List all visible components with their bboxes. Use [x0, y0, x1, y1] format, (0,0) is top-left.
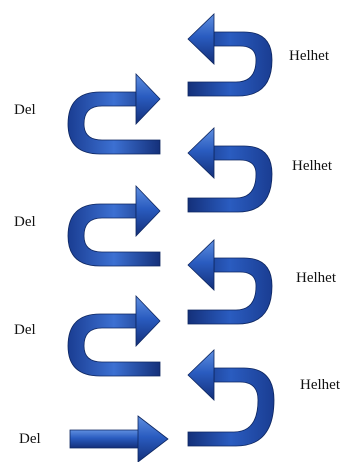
- helhet-label-2: Helhet: [292, 158, 332, 174]
- helhet-curl-4: [187, 349, 275, 447]
- del-label-1: Del: [14, 102, 36, 118]
- del-curl-1: [67, 73, 161, 155]
- helhet-label-4: Helhet: [300, 377, 340, 393]
- del-label-3: Del: [14, 322, 36, 338]
- helhet-curl-1: [187, 13, 273, 97]
- helhet-label-3: Helhet: [296, 270, 336, 286]
- del-curl-3: [67, 295, 161, 377]
- del-label-2: Del: [14, 214, 36, 230]
- del-label-4: Del: [19, 431, 41, 447]
- helhet-curl-2: [187, 127, 273, 213]
- helhet-curl-3: [187, 239, 273, 325]
- helhet-label-1: Helhet: [289, 48, 329, 64]
- del-curl-2: [67, 185, 161, 267]
- del-straight-arrow: [69, 415, 169, 462]
